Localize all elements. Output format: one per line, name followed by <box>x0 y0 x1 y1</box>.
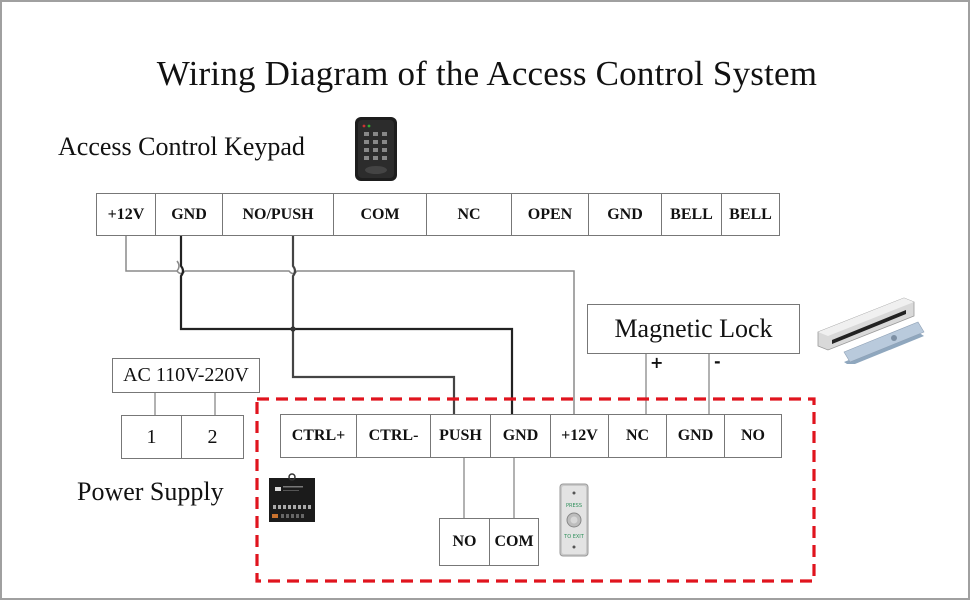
keypad-terminal-open: OPEN <box>512 194 589 235</box>
power-supply-device-icon <box>269 473 315 522</box>
ps-terminal-12v: +12V <box>551 415 609 457</box>
keypad-terminal-gnd-2: GND <box>589 194 662 235</box>
ps-terminal-no: NO <box>741 427 765 444</box>
keypad-terminal-12v: +12V <box>97 194 156 235</box>
power-supply-label: Power Supply <box>77 477 224 506</box>
magnetic-lock-box: Magnetic Lock <box>587 304 800 354</box>
ps-terminal-gnd: GND <box>491 415 551 457</box>
keypad-terminal-com: COM <box>334 194 427 235</box>
exit-button-terminal-strip: NO COM <box>439 518 539 566</box>
keypad-label: Access Control Keypad <box>58 132 305 161</box>
magnetic-lock-plus-label: + <box>650 353 664 372</box>
page-title: Wiring Diagram of the Access Control Sys… <box>156 54 818 93</box>
keypad-terminal-nc: NC <box>427 194 512 235</box>
keypad-terminal-no-push: NO/PUSH <box>223 194 334 235</box>
ac-terminal-strip: 1 2 <box>121 415 244 459</box>
exit-button-exit-text: TO EXIT <box>563 534 585 540</box>
wire-keypad-push-to-ps-push <box>291 235 456 415</box>
ps-terminal-nc: NC <box>609 415 667 457</box>
exit-terminal-com: COM <box>494 533 534 550</box>
ac-terminal-2: 2 <box>207 425 218 448</box>
ps-terminal-ctrl-minus: CTRL- <box>357 415 431 457</box>
ps-terminal-gnd-2: GND <box>667 415 725 457</box>
exit-button-press-text: PRESS <box>566 503 582 509</box>
power-supply-boundary <box>255 397 816 583</box>
keypad-terminal-strip: +12V GND NO/PUSH COM NC OPEN GND BELL BE… <box>96 193 780 236</box>
magnetic-lock-device-icon <box>817 297 925 364</box>
exit-button-device-icon: PRESS TO EXIT <box>559 483 589 557</box>
ac-input-label: AC 110V-220V <box>123 364 249 386</box>
power-supply-terminal-strip: CTRL+ CTRL- PUSH GND +12V NC GND NO <box>280 414 782 458</box>
keypad-terminal-bell-1: BELL <box>662 194 722 235</box>
ps-terminal-ctrl-plus: CTRL+ <box>281 415 357 457</box>
keypad-device-icon <box>355 117 397 181</box>
junction-dot <box>290 326 296 332</box>
ps-terminal-push: PUSH <box>431 415 491 457</box>
ac-terminal-1: 1 <box>122 416 182 458</box>
ac-input-box: AC 110V-220V <box>112 358 260 393</box>
magnetic-lock-label: Magnetic Lock <box>614 314 773 343</box>
keypad-terminal-bell-2: BELL <box>729 205 772 223</box>
exit-terminal-no: NO <box>440 519 490 565</box>
wire-keypad-12v-to-ps-12v <box>125 235 575 415</box>
keypad-terminal-gnd: GND <box>156 194 223 235</box>
wire-keypad-gnd-to-ps-gnd <box>179 235 514 415</box>
magnetic-lock-minus-label: - <box>714 352 721 371</box>
